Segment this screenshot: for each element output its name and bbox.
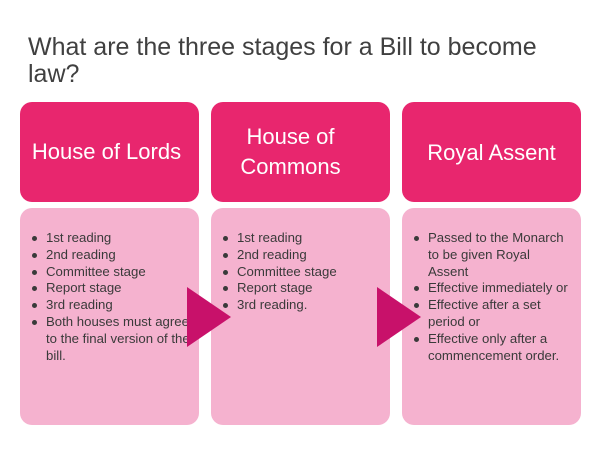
list-item: 1st reading (32, 230, 191, 247)
stage-steps-list: 1st reading 2nd reading Committee stage … (219, 230, 382, 314)
list-item: Effective after a set period or (414, 297, 573, 331)
list-item: Committee stage (223, 264, 382, 281)
list-item: Effective immediately or (414, 280, 573, 297)
diagram-title: What are the three stages for a Bill to … (28, 33, 537, 88)
list-item: 3rd reading (32, 297, 191, 314)
list-item: 2nd reading (223, 247, 382, 264)
stage-header-royal-assent: Royal Assent (402, 102, 581, 202)
list-item: 1st reading (223, 230, 382, 247)
list-item: Report stage (32, 280, 191, 297)
list-item: Effective only after a commencement orde… (414, 331, 573, 365)
stage-steps-list: 1st reading 2nd reading Committee stage … (28, 230, 191, 364)
list-item: Passed to the Monarch to be given Royal … (414, 230, 573, 280)
stage-body-house-of-lords: 1st reading 2nd reading Committee stage … (20, 208, 199, 425)
stage-body-royal-assent: Passed to the Monarch to be given Royal … (402, 208, 581, 425)
stage-header-house-of-lords: House of Lords (20, 102, 199, 202)
stage-steps-list: Passed to the Monarch to be given Royal … (410, 230, 573, 364)
stage-heading-label: House of Lords (31, 139, 182, 164)
stage-heading-label: House of Commons (240, 124, 341, 179)
arrow-right-icon (377, 287, 421, 347)
arrow-right-icon (187, 287, 231, 347)
stage-heading-label: Royal Assent (427, 140, 556, 165)
list-item: Committee stage (32, 264, 191, 281)
list-item: Report stage (223, 280, 382, 297)
stage-header-house-of-commons: House of Commons (211, 102, 390, 202)
list-item: Both houses must agree to the final vers… (32, 313, 190, 363)
list-item: 2nd reading (32, 247, 191, 264)
stage-body-house-of-commons: 1st reading 2nd reading Committee stage … (211, 208, 390, 425)
list-item: 3rd reading. (223, 297, 382, 314)
